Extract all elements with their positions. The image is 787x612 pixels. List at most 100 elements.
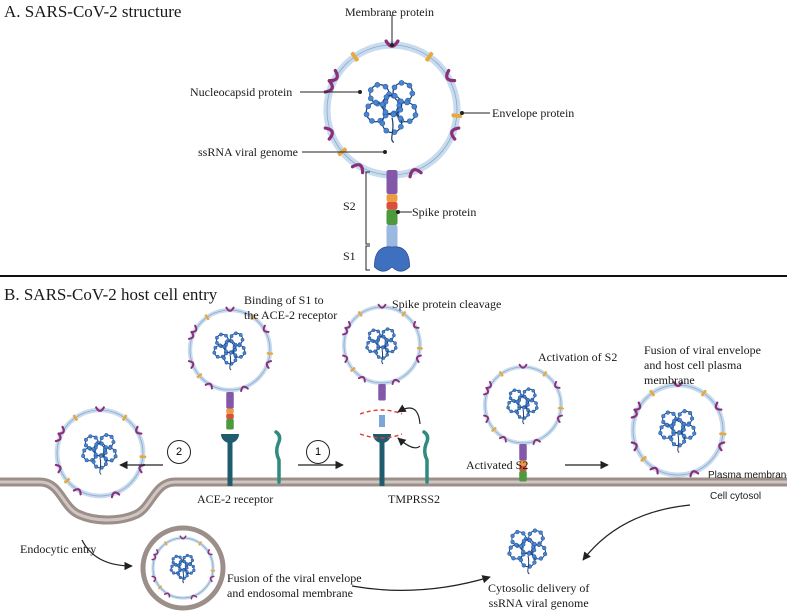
membrane-protein-icon — [151, 553, 157, 561]
nucleocapsid-bead — [542, 545, 547, 551]
nucleocapsid-bead — [542, 551, 548, 557]
virion-activation — [482, 363, 564, 446]
nucleocapsid-bead — [213, 345, 218, 350]
nucleocapsid-bead — [526, 408, 530, 412]
nucleocapsid-bead — [381, 330, 386, 334]
nucleocapsid-bead — [190, 558, 194, 562]
nucleocapsid-bead — [521, 549, 526, 555]
nucleocapsid-bead — [224, 360, 229, 365]
ace2-receptor-1 — [221, 434, 239, 486]
nucleocapsid-bead — [521, 538, 527, 544]
nucleocapsid-bead — [510, 539, 515, 545]
nucleocapsid-bead — [385, 348, 389, 352]
nucleocapsid-bead — [93, 452, 98, 457]
nucleocapsid-bead — [383, 94, 390, 100]
nucleocapsid-bead — [182, 555, 186, 560]
membrane-protein-icon — [518, 363, 528, 369]
membrane-protein-icon — [350, 163, 365, 175]
nucleocapsid-bead — [372, 99, 379, 106]
nucleocapsid-bead — [389, 338, 393, 343]
membrane-protein-icon — [408, 168, 423, 179]
envelope-protein-icon — [139, 455, 147, 459]
spike-s1-stalk — [386, 225, 398, 250]
nucleocapsid-bead — [536, 542, 542, 548]
spike-s2-top — [519, 444, 527, 461]
nucleocapsid-bead — [94, 464, 99, 469]
nucleocapsid-bead — [233, 353, 238, 357]
spike-s2-green — [519, 471, 527, 482]
nucleocapsid-bead — [397, 106, 404, 113]
membrane-protein-icon — [190, 594, 198, 600]
membrane-protein-icon — [342, 354, 349, 363]
membrane-protein-icon — [262, 324, 270, 333]
nucleocapsid-bead — [682, 439, 687, 444]
nucleocapsid-bead — [112, 448, 117, 453]
nucleocapsid-bead — [540, 536, 545, 541]
nucleocapsid-bead — [409, 90, 416, 97]
nucleocapsid-bead — [374, 350, 379, 355]
nucleocapsid-bead — [385, 327, 390, 331]
membrane-protein-icon — [209, 575, 215, 583]
nucleocapsid-bead — [681, 433, 686, 438]
envelope-protein-icon — [401, 311, 407, 317]
membrane-protein-icon — [450, 126, 461, 141]
nucleocapsid-bead — [688, 435, 693, 440]
nucleocapsid-bead — [677, 412, 682, 417]
nucleocapsid-bead — [81, 453, 86, 458]
nucleocapsid-bead — [185, 562, 189, 566]
envelope-protein-icon — [719, 432, 727, 436]
nucleocapsid-bead — [182, 568, 186, 572]
nucleocapsid-bead — [390, 328, 394, 333]
membrane-protein-icon — [391, 378, 400, 385]
virion-structure — [323, 39, 463, 179]
nucleocapsid-bead — [514, 542, 519, 548]
nucleocapsid-bead — [390, 111, 397, 118]
membrane-protein-icon — [485, 380, 492, 389]
membrane-protein-icon — [265, 360, 273, 369]
envelope-protein-icon — [416, 346, 423, 350]
envelope-protein-icon — [64, 477, 71, 484]
viral-genome — [365, 327, 398, 365]
nucleocapsid-bead — [172, 571, 176, 575]
membrane-protein-icon — [342, 327, 349, 336]
nucleocapsid-bead — [369, 118, 375, 124]
nucleocapsid-bead — [238, 333, 243, 337]
nucleocapsid-bead — [381, 334, 386, 339]
nucleocapsid-bead — [170, 564, 174, 568]
nucleocapsid-bead — [91, 447, 96, 452]
nucleocapsid-bead — [366, 341, 370, 345]
nucleocapsid-bead — [188, 562, 192, 567]
nucleocapsid-bead — [515, 399, 520, 404]
arrow-cleave-2 — [397, 437, 421, 449]
cleavage-site-bottom — [359, 433, 403, 439]
nucleocapsid-bead — [385, 343, 389, 347]
arrow-endocytic — [81, 539, 133, 571]
nucleocapsid-bead — [532, 541, 537, 547]
nucleocapsid-bead — [538, 556, 544, 561]
label-envelope-protein: Envelope protein — [492, 106, 575, 120]
s2-bracket — [365, 171, 370, 245]
nucleocapsid-bead — [511, 398, 516, 403]
label-cytosolic-delivery: Cytosolic delivery of ssRNA viral genome — [488, 581, 590, 610]
arrow-plasma-release — [582, 504, 691, 561]
nucleocapsid-bead — [84, 437, 88, 442]
label-plasma-membrane: Plasma membrane — [708, 470, 787, 481]
nucleocapsid-bead — [176, 572, 181, 576]
nucleocapsid-bead — [518, 557, 524, 563]
membrane-protein-icon — [556, 414, 563, 423]
nucleocapsid-bead — [526, 403, 530, 407]
tmprss2-1 — [274, 430, 282, 484]
membrane-protein-icon — [225, 306, 235, 312]
nucleocapsid-bead — [521, 563, 526, 568]
nucleocapsid-bead — [682, 409, 687, 414]
nucleocapsid-bead — [517, 404, 521, 408]
step-1-marker: 1 — [306, 440, 330, 464]
nucleocapsid-bead — [99, 441, 104, 446]
nucleocapsid-bead — [215, 341, 219, 345]
nucleocapsid-bead — [376, 329, 380, 334]
envelope-protein-icon — [164, 541, 168, 546]
membrane-protein-icon — [344, 320, 351, 329]
label-ace2-receptor: ACE-2 receptor — [197, 492, 274, 506]
